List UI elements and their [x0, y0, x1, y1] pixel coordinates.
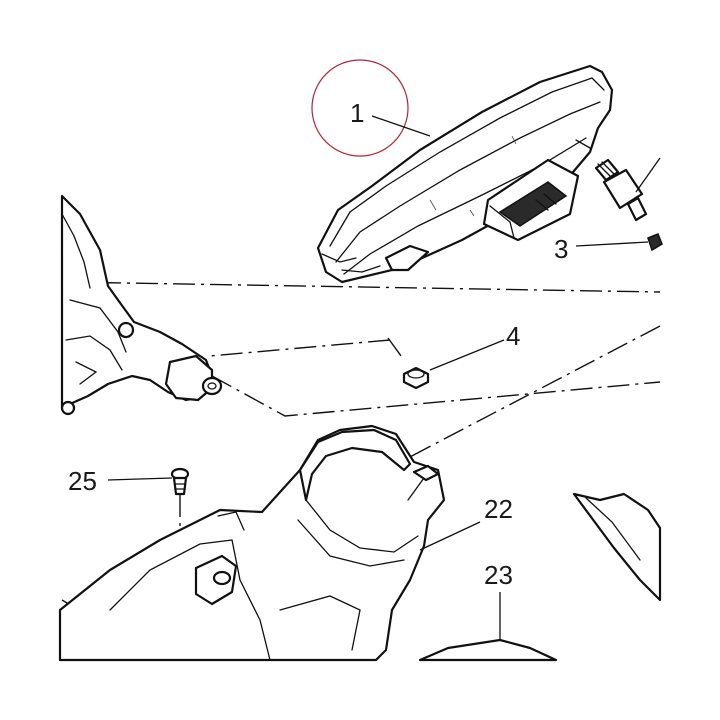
- stud-bushing: [594, 157, 661, 222]
- callout-4: 4: [506, 321, 520, 351]
- callout-1: 1: [350, 98, 364, 128]
- nut: [575, 233, 663, 252]
- callout-3: 3: [554, 234, 568, 264]
- instrument-panel: [316, 64, 614, 284]
- highlight-circle: [311, 59, 409, 157]
- leader-line-1: [371, 115, 431, 137]
- fairing-side: [418, 492, 662, 662]
- callout-23: 23: [484, 560, 513, 590]
- headlight-fairing-inner: [58, 424, 481, 662]
- mounting-bracket: [60, 194, 223, 416]
- callout-25: 25: [68, 466, 97, 496]
- callout-22: 22: [484, 494, 513, 524]
- screw: [107, 467, 190, 496]
- grommet: [402, 339, 505, 390]
